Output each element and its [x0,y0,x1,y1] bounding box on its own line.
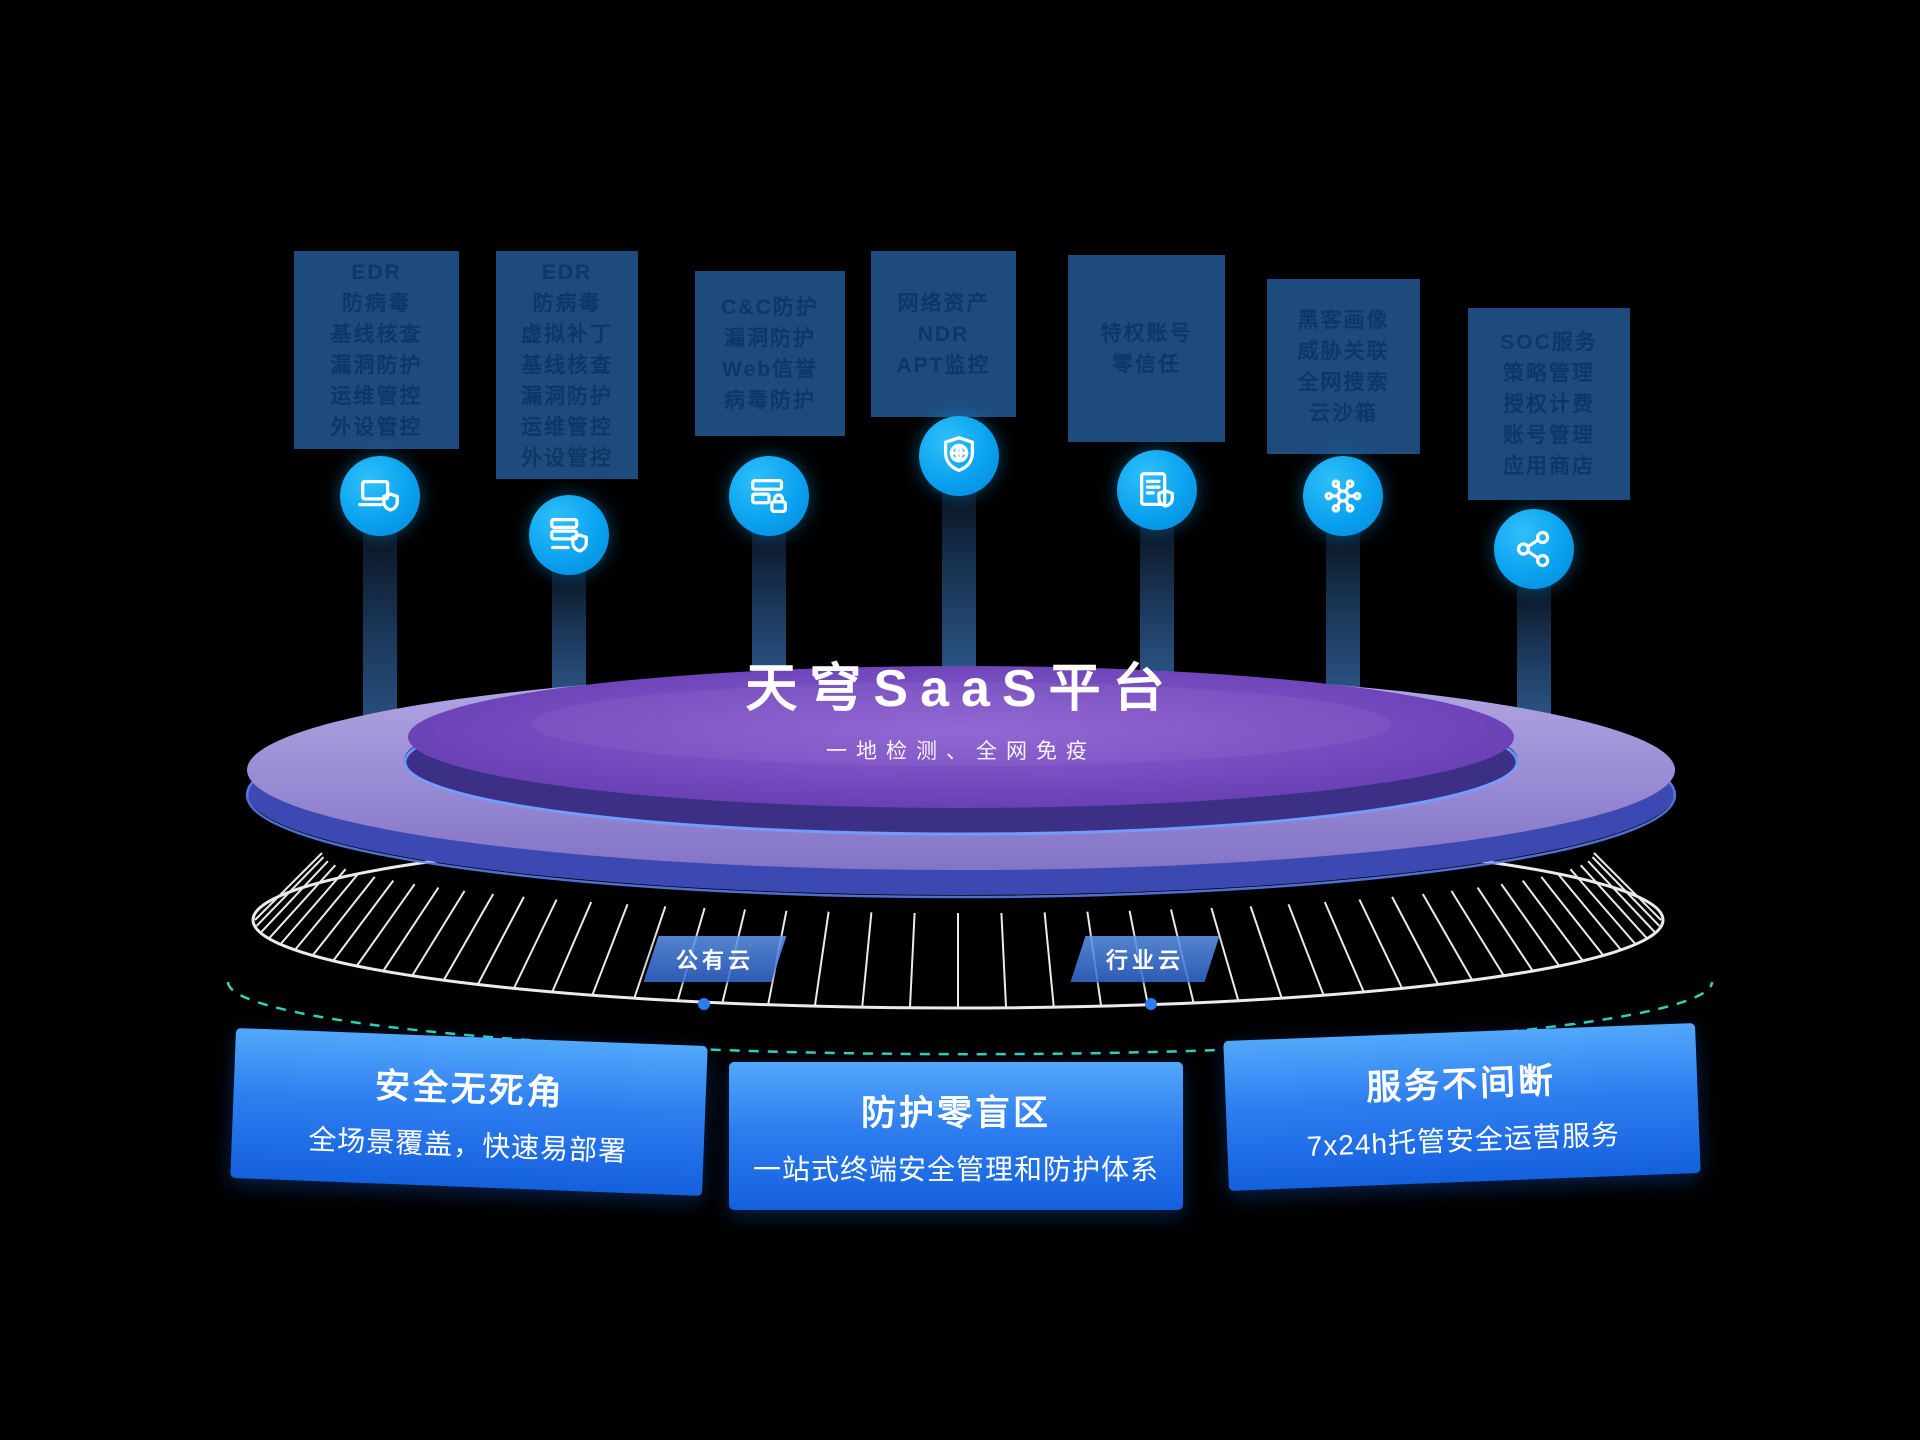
feature-item: 外设管控 [330,416,423,439]
feature-item: 全网搜索 [1297,370,1390,394]
feature-item: 账号管理 [1503,423,1595,447]
feature-panel-endpoint: EDR 防病毒 基线核查 漏洞防护 运维管控 外设管控 [294,251,459,449]
feature-panel-soc: SOC服务 策略管理 授权计费 账号管理 应用商店 [1468,308,1630,500]
feature-item: 外设管控 [521,446,613,470]
globe-shield-icon [919,416,999,496]
benefit-title: 服务不间断 [1365,1060,1557,1108]
feature-item: 基线核查 [330,323,423,346]
feature-item: 防病毒 [532,291,602,315]
connector-dot [1145,998,1157,1010]
light-beam [1140,525,1174,685]
feature-item: 运维管控 [521,415,613,439]
benefit-desc: 7x24h托管安全运营服务 [1306,1118,1621,1162]
feature-item: 漏洞防护 [330,354,423,377]
feature-item: 漏洞防护 [521,384,613,408]
feature-panel-network: 网络资产 NDR APT监控 [871,251,1016,417]
benefit-title: 防护零盲区 [860,1093,1051,1133]
light-beam [752,530,786,685]
credential-shield-icon [1117,450,1197,530]
feature-item: 零信任 [1112,352,1181,376]
light-beam [363,530,397,745]
benefit-card-coverage: 安全无死角 全场景覆盖，快速易部署 [230,1027,708,1197]
light-beam [942,492,976,680]
feature-item: 网络资产 [897,291,990,315]
feature-item: 黑客画像 [1297,308,1390,332]
feature-item: 授权计费 [1503,392,1595,416]
feature-item: APT监控 [896,353,991,377]
platform-subtitle: 一地检测、全网免疫 [826,740,1096,763]
feature-item: 应用商店 [1503,454,1595,478]
feature-panel-server: EDR 防病毒 虚拟补丁 基线核查 漏洞防护 运维管控 外设管控 [496,251,638,479]
feature-item: 特权账号 [1100,321,1193,345]
dashed-orbit [226,981,1714,1056]
light-beam [552,570,586,700]
feature-item: 防病毒 [342,292,411,315]
feature-item: 基线核查 [521,353,613,377]
feature-item: 策略管理 [1503,361,1595,385]
gateway-lock-icon [729,456,809,536]
feature-panel-threat-intel: 黑客画像 威胁关联 全网搜索 云沙箱 [1267,279,1420,454]
feature-item: 运维管控 [330,385,423,408]
feature-item: 云沙箱 [1309,401,1378,425]
feature-item: 漏洞防护 [724,326,816,350]
laptop-shield-icon [340,456,420,536]
benefit-desc: 一站式终端安全管理和防护体系 [752,1153,1159,1185]
server-shield-icon [529,495,609,575]
cloud-label-public: 公有云 [643,936,787,982]
connector-dot [698,998,710,1010]
feature-item: C&C防护 [721,295,819,319]
feature-panel-identity: 特权账号 零信任 [1068,255,1225,442]
benefit-title: 安全无死角 [374,1065,566,1113]
feature-panel-gateway: C&C防护 漏洞防护 Web信誉 病毒防护 [695,271,845,436]
platform-inner-disc [408,666,1514,808]
feature-item: NDR [917,322,970,346]
benefit-card-service: 服务不间断 7x24h托管安全运营服务 [1223,1022,1701,1192]
feature-item: SOC服务 [1500,330,1598,354]
feature-item: 虚拟补丁 [521,322,613,346]
benefit-desc: 全场景覆盖，快速易部署 [307,1123,628,1167]
cloud-label-text: 行业云 [1105,948,1184,973]
light-beam [1326,530,1360,700]
share-network-icon [1494,509,1574,589]
feature-item: 威胁关联 [1297,339,1390,363]
light-beam [1517,584,1551,722]
benefit-card-protection: 防护零盲区 一站式终端安全管理和防护体系 [729,1062,1183,1210]
cloud-label-industry: 行业云 [1070,936,1220,982]
feature-item: EDR [351,261,402,284]
platform-title: 天穹SaaS平台 [745,660,1177,718]
feature-item: 病毒防护 [724,388,816,412]
feature-item: EDR [541,260,593,284]
threat-graph-icon [1303,456,1383,536]
cloud-label-text: 公有云 [675,948,754,973]
feature-item: Web信誉 [722,357,818,381]
platform-title-block: 天穹SaaS平台 一地检测、全网免疫 [561,646,1361,765]
